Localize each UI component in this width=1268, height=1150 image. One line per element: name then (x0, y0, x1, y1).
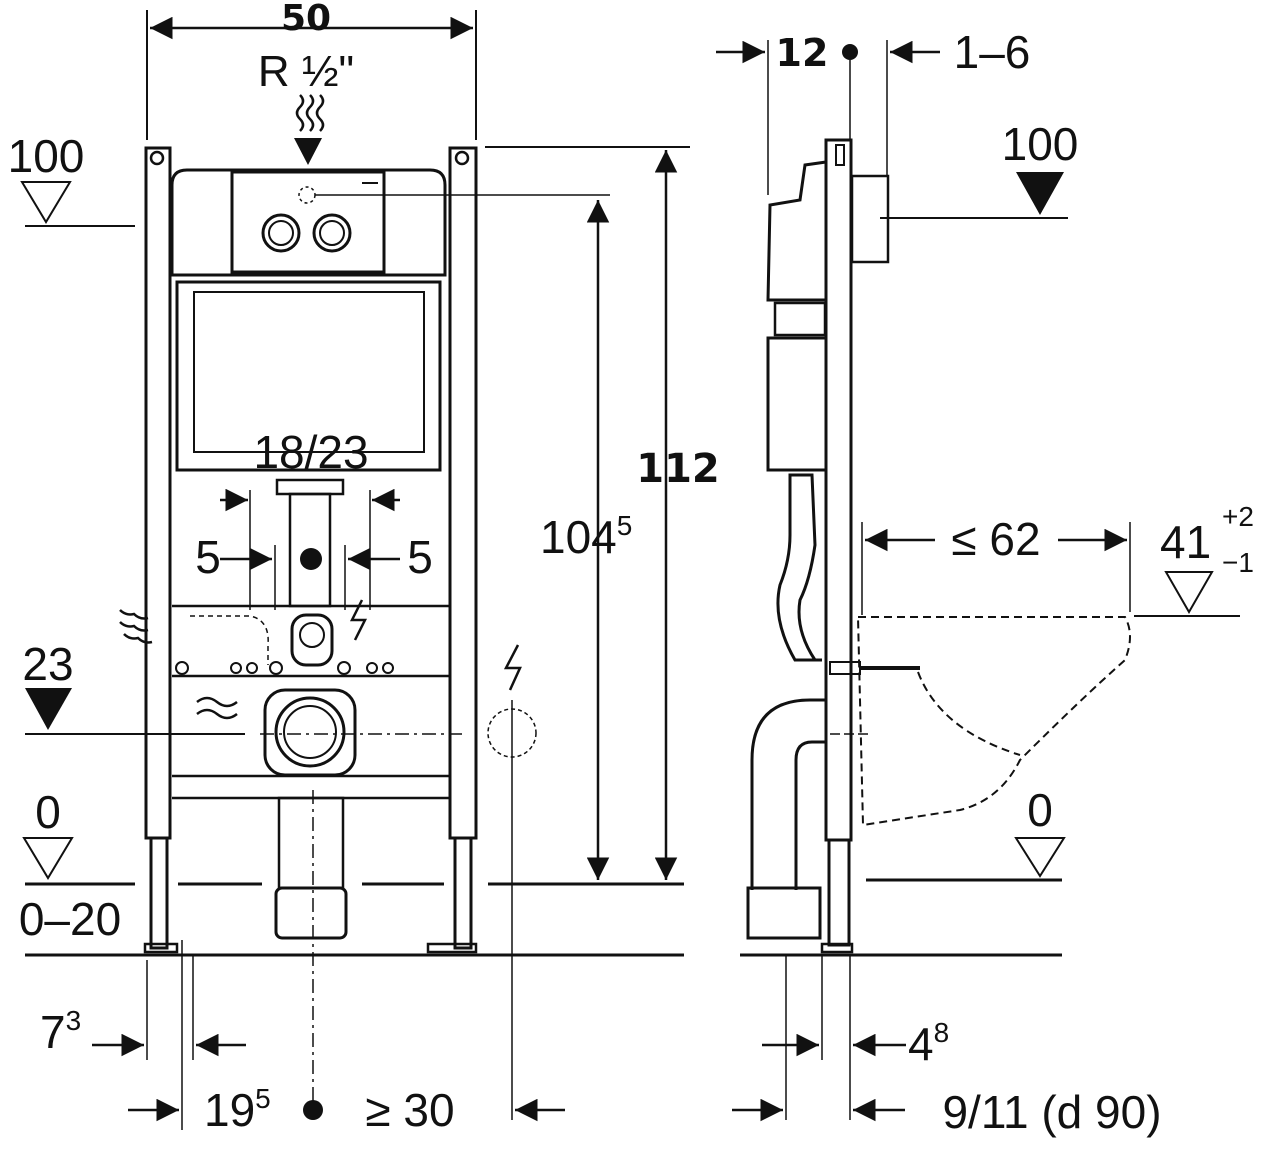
height-41-main: 41 (1160, 516, 1211, 568)
height-112-label: 112 (636, 446, 720, 492)
ref-100-label: 100 (8, 130, 85, 182)
depth-12-label: 12 (776, 31, 829, 75)
dim-height-104: 1045 (540, 200, 632, 880)
dim-bottom-front: 73 195 ≥ 30 (40, 940, 565, 1136)
bowl-62-label: ≤ 62 (951, 513, 1040, 565)
range-0-20-label: 0–20 (19, 893, 121, 945)
ref-0-side-label: 0 (1027, 784, 1053, 836)
dim-30-label: ≥ 30 (365, 1084, 454, 1136)
height-104-main: 104 (540, 511, 617, 563)
dim-7-main: 7 (40, 1006, 66, 1058)
cistern (170, 168, 610, 472)
drain-connection (172, 688, 462, 1110)
height-41-sup: +2 (1222, 501, 1254, 532)
dim-bowl-62: ≤ 62 (861, 513, 1131, 615)
dim-4-sup: 8 (934, 1017, 950, 1048)
pipe-label: 9/11 (d 90) (942, 1086, 1161, 1138)
depth-1-6-label: 1–6 (954, 26, 1031, 78)
frame-left-post (143, 146, 179, 954)
dim-7-sup: 3 (66, 1005, 82, 1036)
svg-text:48: 48 (908, 1017, 949, 1070)
dim-height-112: 112 (485, 146, 720, 880)
side-view: 12 1–6 100 (716, 26, 1254, 1138)
dim-19-sup: 5 (255, 1083, 271, 1114)
electrical-socket (487, 644, 537, 1120)
width-label: 50 (281, 0, 331, 39)
dim-depth-1-6: 1–6 (886, 26, 1031, 175)
height-104-sup: 5 (617, 510, 633, 541)
dim-4-main: 4 (908, 1018, 934, 1070)
front-view: 50 R ½" 100 (8, 0, 720, 1136)
ref-100-side-label: 100 (1002, 118, 1079, 170)
water-inlet-icon (294, 94, 325, 165)
offset-right-label: 5 (407, 531, 433, 583)
ref-23-label: 23 (22, 638, 73, 690)
ref-100-front: 100 (8, 130, 135, 227)
dim-19-main: 19 (204, 1084, 255, 1136)
dim-bottom-side: 48 9/11 (d 90) (732, 955, 1162, 1138)
svg-text:195: 195 (204, 1083, 271, 1136)
svg-text:1045: 1045 (540, 510, 632, 563)
ref-0-front: 0 0–20 (19, 786, 684, 957)
crossbar (172, 599, 450, 678)
hot-water-icon (119, 609, 153, 644)
frame-right-post (426, 146, 478, 954)
side-frame (746, 138, 920, 954)
ref-0-label: 0 (35, 786, 61, 838)
ref-23-front: 23 (22, 638, 245, 735)
flush-label: 18/23 (253, 426, 368, 478)
svg-text:73: 73 (40, 1005, 81, 1058)
wc-bowl (857, 616, 1131, 827)
offset-left-label: 5 (195, 531, 221, 583)
flush-pipe: 18/23 5 5 (195, 426, 433, 610)
height-41-sub: −1 (1222, 547, 1254, 578)
ref-41-side: 41 +2 −1 (1134, 501, 1254, 617)
cold-water-icon (196, 696, 238, 720)
ref-100-side: 100 (880, 118, 1079, 219)
dim-width-50: 50 (146, 0, 477, 140)
water-inlet-label: R ½" (258, 47, 354, 96)
dim-depth-12: 12 (716, 31, 858, 195)
ref-0-side: 0 (740, 784, 1066, 957)
